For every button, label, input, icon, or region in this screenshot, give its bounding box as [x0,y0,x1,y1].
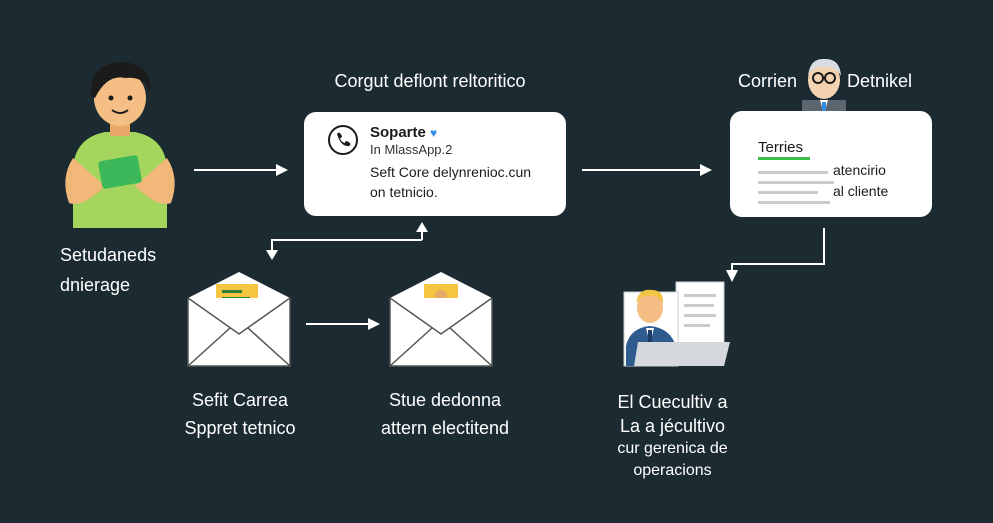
support-card-body-line1: Seft Core delynrenioc.cun [370,164,532,180]
student-label-line2: dnierage [60,275,131,295]
phone-icon [328,125,358,155]
support-heading: Corgut deflont reltoritico [334,71,526,91]
client-card-title-underline [758,157,810,160]
arrow-support-to-mail [262,222,432,264]
executive-label-line2: La a jécultivo [619,416,726,436]
support-card-body-line2: on tetnicio. [370,184,438,200]
student-figure [55,58,185,228]
agent-heading-left: Corrien [738,71,798,91]
executive-label-line1: El Cuecultiv a [617,392,728,412]
executive-figure [620,278,732,370]
support-card-subtitle: In MlassApp.2 [370,142,453,157]
mail2-label-line2: attern electitend [380,418,510,438]
arrow-support-to-client [580,160,720,180]
heart-icon: ♥ [430,126,438,140]
mail1-label: Sefit Carrea Sppret tetnico [160,388,320,440]
client-card[interactable]: Terries atencirio al cliente [730,111,932,217]
mail1-label-line1: Sefit Carrea [191,390,289,410]
student-label: Setudaneds dnierage [60,243,190,297]
executive-label-line4: operacions [633,462,712,479]
arrow-client-to-executive [722,228,832,284]
client-card-text-line1: atencirio [833,162,886,178]
executive-label: El Cuecultiv a La a jécultivo cur gereni… [590,390,755,482]
agent-heading-right: Detnikel [847,71,913,91]
arrow-mail1-to-mail2 [304,314,384,334]
mail-envelope-1-icon [186,270,292,368]
student-label-line1: Setudaneds [60,245,157,265]
senior-agent-avatar [796,56,852,116]
support-card-title: Soparte [370,124,426,141]
mail2-label-line1: Stue dedonna [388,390,502,410]
client-card-title: Terries [758,139,804,156]
mail-envelope-2-icon [388,270,494,368]
client-card-text-lines [758,169,838,205]
client-card-text-line2: al cliente [833,183,889,199]
mail2-label: Stue dedonna attern electitend [360,388,530,440]
support-card[interactable]: Soparte ♥ In MlassApp.2 Seft Core delynr… [304,112,566,216]
arrow-student-to-support [192,160,292,180]
executive-label-line3: cur gerenica de [617,440,728,457]
mail1-label-line2: Sppret tetnico [184,418,296,438]
